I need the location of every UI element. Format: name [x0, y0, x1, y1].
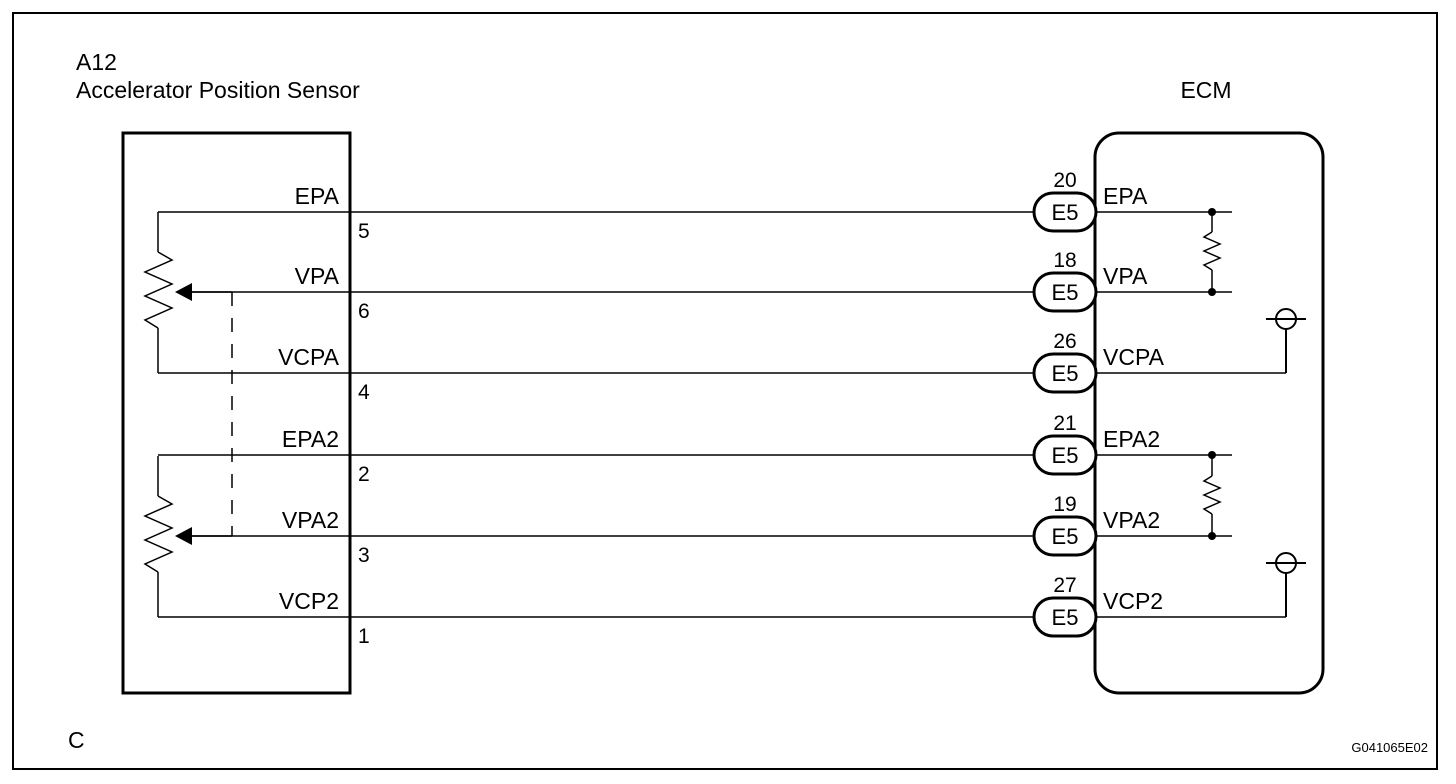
figure-id: G041065E02 — [1351, 740, 1428, 755]
component-name: Accelerator Position Sensor — [76, 77, 360, 103]
ecm-pin-number: 18 — [1053, 249, 1076, 272]
connector-pill — [1032, 596, 1098, 638]
ecm-pin-number: 21 — [1053, 412, 1076, 435]
ecm-signal-label: VPA — [1103, 263, 1148, 289]
diagram-border — [12, 12, 1438, 770]
connector-pill — [1032, 352, 1098, 394]
junction-dot — [1208, 451, 1216, 459]
sensor-pin-number: 3 — [358, 544, 370, 567]
connector-label: E5 — [1052, 361, 1079, 386]
component-code: A12 — [76, 49, 117, 75]
potentiometer-2 — [143, 456, 232, 617]
wiper-arrow-1 — [175, 283, 192, 301]
sensor-signal-label: VPA — [295, 263, 340, 289]
ecm-signal-label: VCPA — [1103, 344, 1165, 370]
ecm-box — [1093, 131, 1325, 695]
ecm-pin-number: 19 — [1053, 493, 1076, 516]
connector-label: E5 — [1052, 443, 1079, 468]
ecm-resistor-1 — [1202, 212, 1222, 292]
ecm-signal-label: VPA2 — [1103, 507, 1160, 533]
sensor-signal-label: EPA2 — [282, 426, 339, 452]
ecm-resistor-2 — [1202, 455, 1222, 536]
connector-label: E5 — [1052, 605, 1079, 630]
connector-label: E5 — [1052, 200, 1079, 225]
connector-label: E5 — [1052, 280, 1079, 305]
connector-label: E5 — [1052, 524, 1079, 549]
connector-pill — [1032, 191, 1098, 233]
sensor-pin-number: 5 — [358, 220, 370, 243]
sensor-pin-number: 4 — [358, 381, 370, 404]
ecm-title: ECM — [1180, 77, 1231, 103]
power-supply-icon — [1266, 552, 1306, 617]
potentiometer-1 — [143, 212, 232, 373]
ecm-signal-label: EPA2 — [1103, 426, 1160, 452]
sensor-signal-label: VCPA — [278, 344, 340, 370]
ecm-pin-number: 20 — [1053, 169, 1076, 192]
sensor-signal-label: VPA2 — [282, 507, 339, 533]
ecm-pin-number: 26 — [1053, 330, 1076, 353]
sensor-signal-label: VCP2 — [279, 588, 339, 614]
ecm-signal-label: VCP2 — [1103, 588, 1163, 614]
power-supply-icon — [1266, 308, 1306, 373]
corner-letter: C — [68, 727, 85, 753]
sensor-box — [121, 131, 352, 695]
connector-pill — [1032, 271, 1098, 313]
sensor-pin-number: 6 — [358, 300, 370, 323]
junction-dot — [1208, 288, 1216, 296]
junction-dot — [1208, 208, 1216, 216]
wire-group: E520EPAEPA5E518VPAVPA6E526VCPAVCPA4E521E… — [158, 169, 1286, 648]
sensor-pin-number: 2 — [358, 463, 370, 486]
junction-dot — [1208, 532, 1216, 540]
ecm-signal-label: EPA — [1103, 183, 1148, 209]
sensor-pin-number: 1 — [358, 625, 370, 648]
connector-pill — [1032, 515, 1098, 557]
sensor-signal-label: EPA — [295, 183, 340, 209]
connector-pill — [1032, 434, 1098, 476]
ecm-pin-number: 27 — [1053, 574, 1076, 597]
wiper-arrow-2 — [175, 527, 192, 545]
